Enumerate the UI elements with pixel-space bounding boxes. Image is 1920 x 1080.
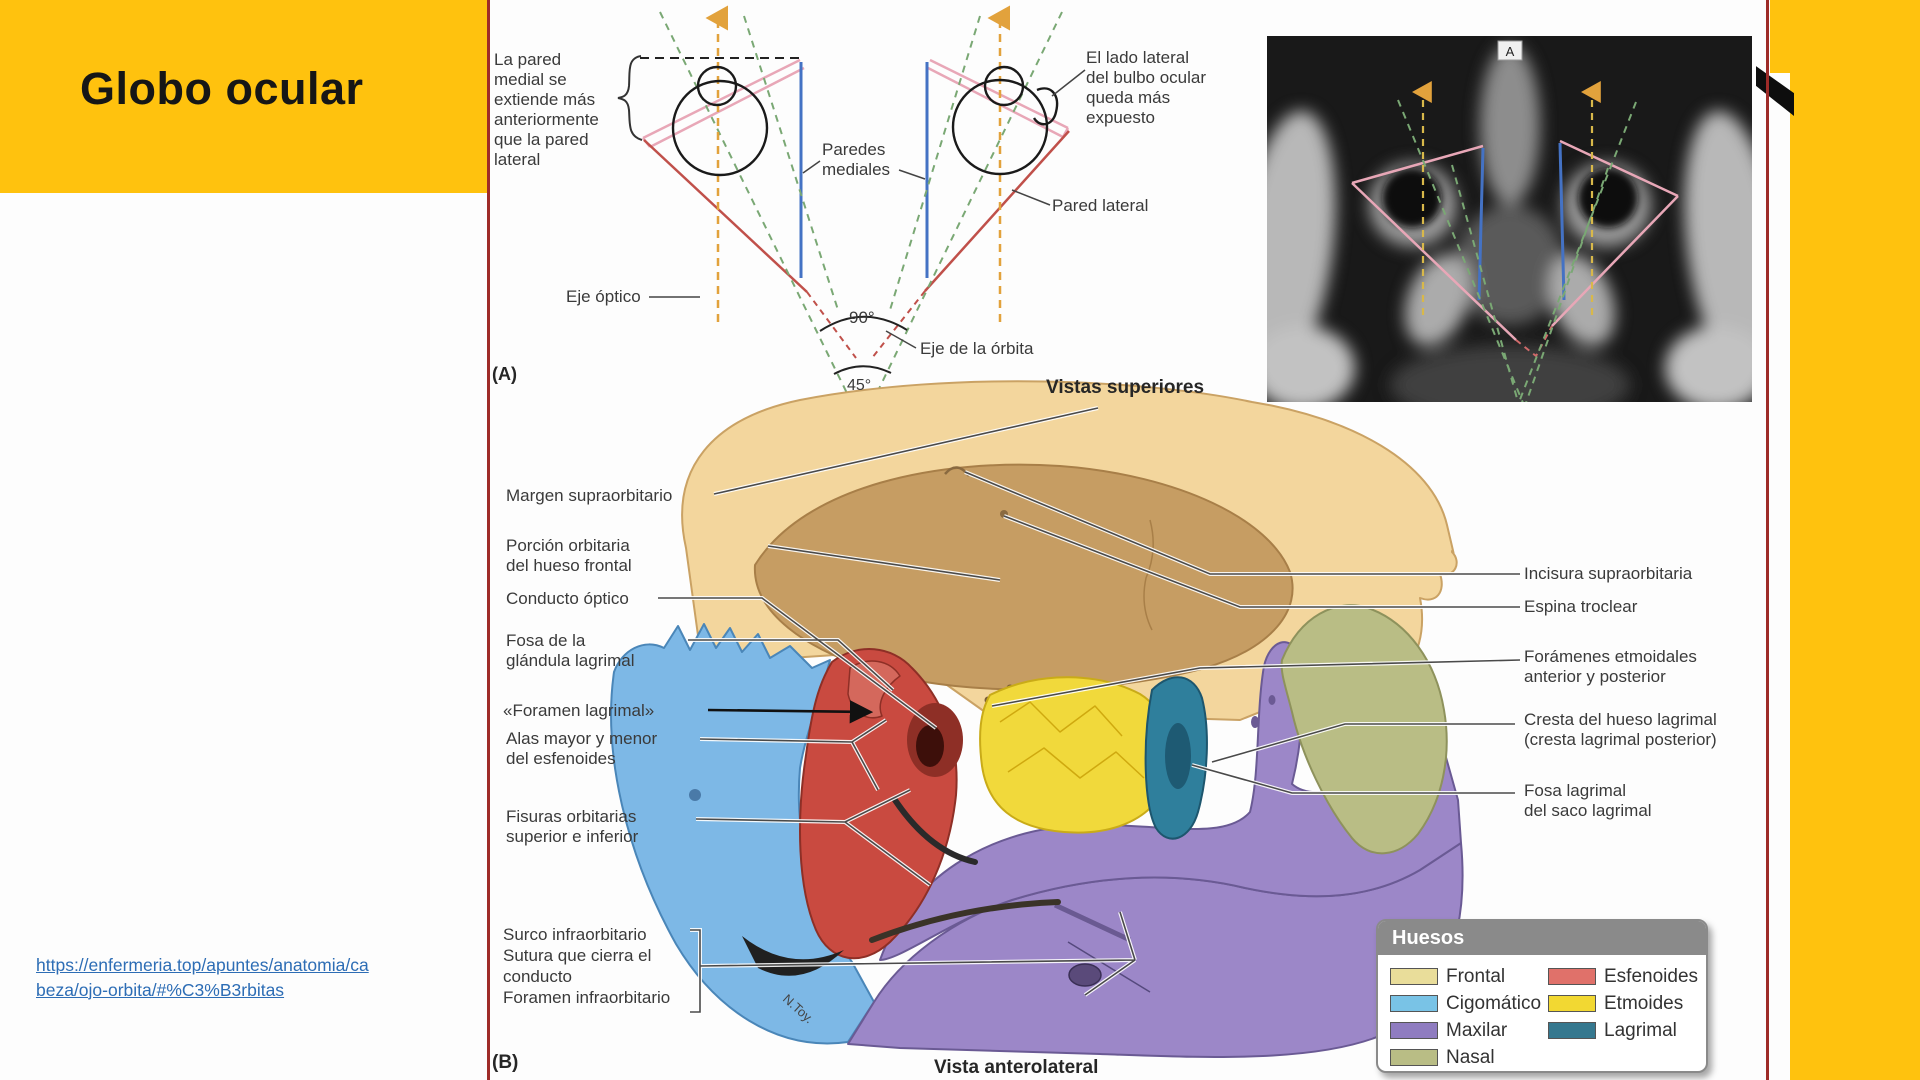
mri-image: A	[1267, 36, 1752, 402]
legend-item-frontal: Frontal	[1390, 963, 1548, 990]
figure-b-leader-lines	[656, 406, 1522, 1014]
label-eje-orbita: Eje de la órbita	[920, 339, 1034, 358]
nasal-color-swatch	[1390, 1049, 1438, 1066]
label-angle-45: 45°	[847, 377, 872, 394]
frontal-color-swatch	[1390, 968, 1438, 985]
label-cresta-hueso-lagrimal: Cresta del hueso lagrimal (cresta lagrim…	[1524, 710, 1717, 750]
figure-b-caption: Vista anterolateral	[934, 1057, 1099, 1078]
label-fosa-lagrimal: Fosa lagrimal del saco lagrimal	[1524, 781, 1652, 821]
label-alas-esfenoides: Alas mayor y menor del esfenoides	[506, 729, 658, 769]
mri-marker-label: A	[1506, 44, 1515, 59]
figure-b-bones: N.Toy.	[610, 380, 1464, 1058]
figure-a-caption: Vistas superiores	[1046, 377, 1205, 398]
legend-header: Huesos	[1378, 921, 1706, 955]
source-link-line1: https://enfermeria.top/apuntes/anatomia/…	[36, 955, 369, 975]
panel-b-label: (B)	[492, 1052, 519, 1073]
label-porcion-orbitaria: Porción orbitaria del hueso frontal	[506, 536, 632, 576]
label-medial-wall-note: La pared medial se extiende más anterior…	[494, 50, 599, 170]
bones-legend: Huesos Frontal Esfenoides Cigomático Etm…	[1376, 919, 1708, 1073]
label-espina-troclear: Espina troclear	[1524, 597, 1638, 616]
legend-item-etmoides: Etmoides	[1548, 990, 1698, 1017]
legend-item-esfenoides: Esfenoides	[1548, 963, 1698, 990]
title-banner: Globo ocular	[0, 0, 487, 193]
panel-a-label: (A)	[492, 364, 517, 384]
legend-body: Frontal Esfenoides Cigomático Etmoides M…	[1378, 955, 1706, 1071]
label-margen-supraorbitario: Margen supraorbitario	[506, 486, 673, 505]
lagrimal-color-swatch	[1548, 1022, 1596, 1039]
source-link-line2: beza/ojo-orbita/#%C3%B3rbitas	[36, 979, 285, 1000]
label-fisuras-orbitarias: Fisuras orbitarias superior e inferior	[506, 807, 639, 847]
esfenoides-color-swatch	[1548, 968, 1596, 985]
mri-marker-box	[1497, 40, 1523, 61]
label-paredes-mediales: Paredes mediales	[822, 140, 891, 180]
label-conducto-optico: Conducto óptico	[506, 589, 629, 608]
label-incisura-supraorbitaria: Incisura supraorbitaria	[1524, 564, 1693, 583]
right-accent-strip	[1790, 0, 1920, 1080]
legend-item-nasal: Nasal	[1390, 1044, 1548, 1071]
cigomatico-color-swatch	[1390, 995, 1438, 1012]
figure-a-schematic	[617, 5, 1086, 452]
ethmoid-bone-shape	[979, 676, 1170, 834]
label-lado-lateral: El lado lateral del bulbo ocular queda m…	[1086, 48, 1207, 128]
label-eje-optico: Eje óptico	[566, 287, 641, 306]
label-fosa-glandula-lagrimal: Fosa de la glándula lagrimal	[506, 631, 635, 671]
maxilar-color-swatch	[1390, 1022, 1438, 1039]
label-foramen-lagrimal: «Foramen lagrimal»	[503, 701, 655, 720]
label-pared-lateral: Pared lateral	[1052, 196, 1149, 215]
legend-item-maxilar: Maxilar	[1390, 1017, 1548, 1044]
label-foramenes-etmoidales: Forámenes etmoidales anterior y posterio…	[1524, 647, 1697, 687]
source-link[interactable]: https://enfermeria.top/apuntes/anatomia/…	[36, 953, 369, 1002]
page-title: Globo ocular	[80, 63, 364, 114]
legend-title: Huesos	[1392, 926, 1465, 949]
label-surco-infraorbitario: Surco infraorbitario Sutura que cierra e…	[503, 925, 671, 1008]
right-divider-line	[1766, 0, 1769, 1080]
legend-item-lagrimal: Lagrimal	[1548, 1017, 1698, 1044]
label-angle-90: 90°	[849, 308, 875, 327]
legend-item-cigomatico: Cigomático	[1390, 990, 1548, 1017]
left-divider-line	[487, 0, 490, 1080]
etmoides-color-swatch	[1548, 995, 1596, 1012]
